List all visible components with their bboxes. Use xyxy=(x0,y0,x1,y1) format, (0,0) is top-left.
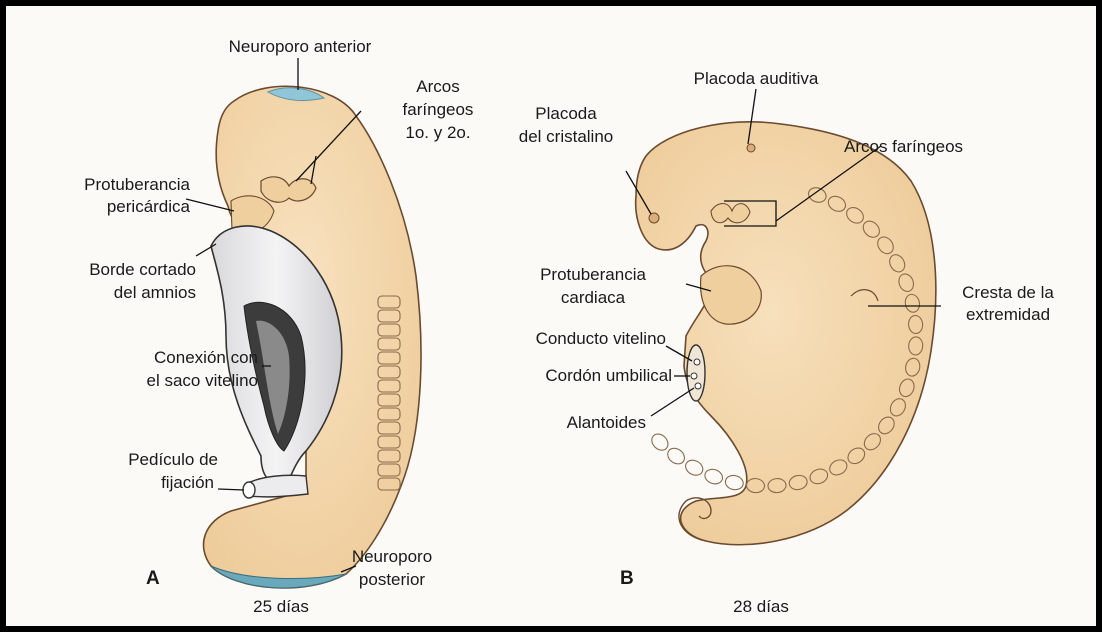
embryo-a xyxy=(204,86,421,588)
embryo-illustration xyxy=(6,6,1096,626)
embryo-b-body xyxy=(636,122,936,545)
label-conducto-vitelino: Conducto vitelino xyxy=(476,328,666,349)
label-borde-line2: del amnios xyxy=(46,282,196,303)
label-cordon-umbilical: Cordón umbilical xyxy=(476,365,672,386)
label-neuroporo-posterior-line1: Neuroporo xyxy=(342,546,442,567)
umbilical-vessel-dot xyxy=(691,373,697,379)
label-protuberancia-b-line2: cardiaca xyxy=(504,287,682,308)
label-placoda-auditiva: Placoda auditiva xyxy=(666,68,846,89)
label-pediculo-line1: Pedículo de xyxy=(46,449,218,470)
label-protuberancia-a-line2: pericárdica xyxy=(46,196,190,217)
embryo-b xyxy=(636,122,936,545)
label-neuroporo-anterior: Neuroporo anterior xyxy=(202,36,398,57)
somite xyxy=(724,474,745,491)
panel-a-age: 25 días xyxy=(226,596,336,617)
label-placoda-cristalino-line1: Placoda xyxy=(496,103,636,124)
figure-frame: Neuroporo anterior Arcos faríngeos 1o. y… xyxy=(6,6,1096,626)
label-neuroporo-posterior-line2: posterior xyxy=(342,569,442,590)
panel-b-letter: B xyxy=(620,568,634,589)
allantois-dot xyxy=(695,383,701,389)
label-cresta-line2: extremidad xyxy=(940,304,1076,325)
label-protuberancia-b-line1: Protuberancia xyxy=(504,264,682,285)
label-arcos-faringeos: Arcos faríngeos xyxy=(844,136,963,157)
label-borde-line1: Borde cortado xyxy=(46,259,196,280)
label-pediculo-line2: fijación xyxy=(46,472,214,493)
somite xyxy=(683,457,706,478)
somite xyxy=(703,467,725,486)
stalk-end xyxy=(243,482,255,498)
label-cresta-line1: Cresta de la xyxy=(940,282,1076,303)
label-alantoides: Alantoides xyxy=(476,412,646,433)
label-arcos-a-line2: faríngeos xyxy=(388,99,488,120)
panel-a-letter: A xyxy=(146,568,160,589)
label-protuberancia-a-line1: Protuberancia xyxy=(46,174,190,195)
otic-placode-dot xyxy=(747,144,755,152)
connecting-stalk-shape xyxy=(246,475,308,497)
somite xyxy=(665,445,688,467)
label-conexion-line2: el saco vitelino xyxy=(46,370,258,391)
label-conexion-line1: Conexión con xyxy=(46,347,258,368)
leader-alantoides xyxy=(651,388,694,416)
umbilical-cord-cut xyxy=(687,345,705,401)
vitelline-duct-dot xyxy=(694,359,700,365)
lens-placode-dot xyxy=(649,213,659,223)
label-arcos-a-line3: 1o. y 2o. xyxy=(388,122,488,143)
leader-pediculo xyxy=(218,489,244,490)
label-placoda-cristalino-line2: del cristalino xyxy=(496,126,636,147)
panel-b-age: 28 días xyxy=(706,596,816,617)
somite xyxy=(649,431,672,454)
label-arcos-a-line1: Arcos xyxy=(388,76,488,97)
